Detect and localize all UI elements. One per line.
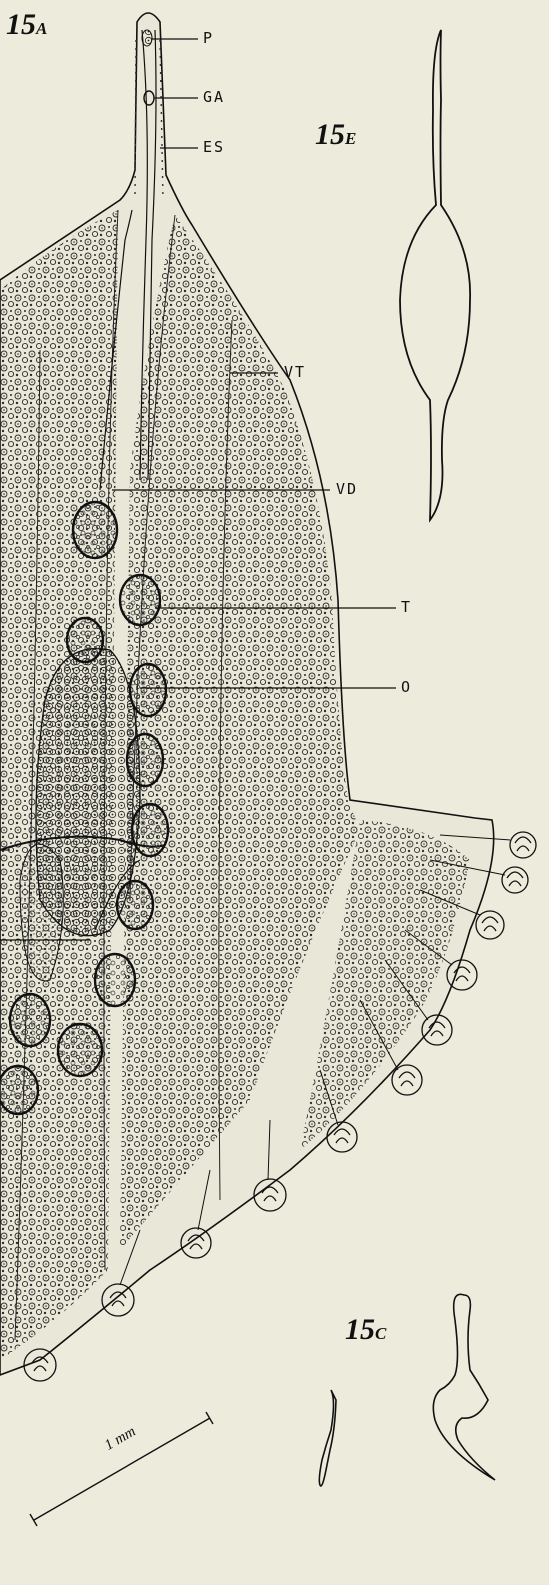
- callout-p: P: [203, 31, 214, 46]
- callout-ga: GA: [203, 90, 225, 105]
- figure-label-15a-num: 15: [6, 8, 36, 41]
- figure-label-15e-letter: E: [345, 129, 356, 148]
- figure-label-15a: 15A: [6, 10, 47, 40]
- callout-es: ES: [203, 140, 225, 155]
- figure-label-15c-num: 15: [345, 1313, 375, 1346]
- figure-label-15e: 15E: [315, 120, 356, 150]
- figure-label-15c: 15C: [345, 1315, 386, 1345]
- pharynx: [142, 30, 152, 46]
- figure-label-15e-num: 15: [315, 118, 345, 151]
- callout-vd: VD: [336, 482, 358, 497]
- callout-vt: VT: [284, 365, 306, 380]
- figure-label-15a-letter: A: [36, 19, 47, 38]
- figure-label-15c-letter: C: [375, 1324, 386, 1343]
- figure-15e-drawing: [400, 30, 470, 520]
- callout-o: O: [401, 680, 412, 695]
- callout-t: T: [401, 600, 412, 615]
